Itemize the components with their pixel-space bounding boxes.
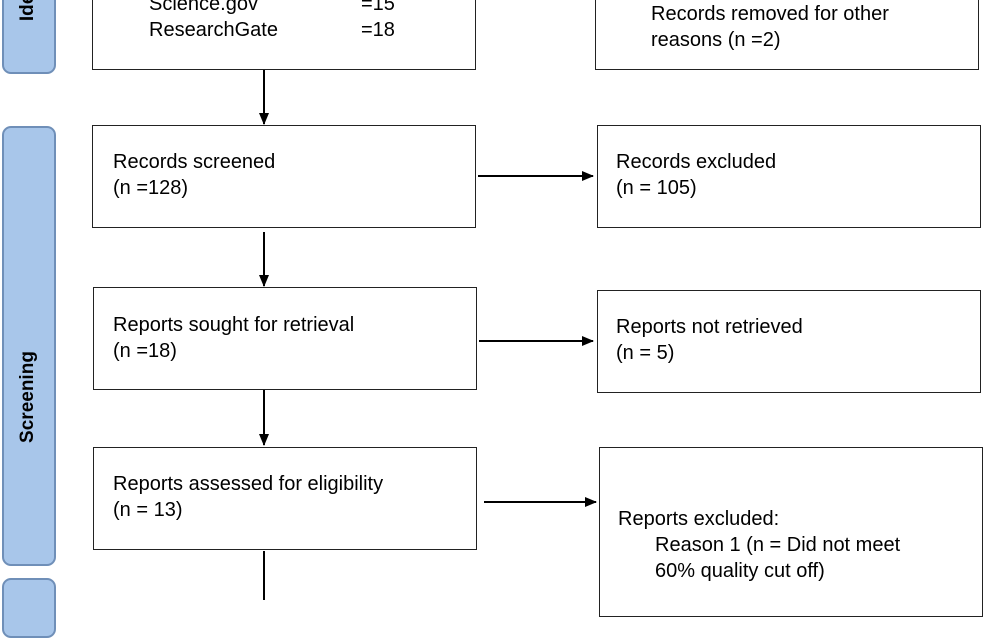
reports-sought-count: (n =18) <box>113 340 177 362</box>
database-row-researchgate: ResearchGate =18 <box>149 17 475 43</box>
reports-not-retrieved-title: Reports not retrieved <box>616 316 803 338</box>
database-count: =18 <box>361 19 395 41</box>
records-screened-box: Records screened (n =128) <box>92 125 476 228</box>
stage-tab-identification <box>2 0 56 74</box>
stage-tab-screening <box>2 126 56 566</box>
reports-sought-box: Reports sought for retrieval (n =18) <box>93 287 477 390</box>
records-removed-line2: reasons (n =2) <box>651 29 781 51</box>
database-row-science-gov: Science.gov =15 <box>149 0 475 17</box>
records-excluded-count: (n = 105) <box>616 177 697 199</box>
records-screened-count: (n =128) <box>113 177 189 199</box>
reports-excluded-reason-cont: 60% quality cut off) <box>655 560 825 582</box>
records-excluded-box: Records excluded (n = 105) <box>597 125 981 228</box>
reports-not-retrieved-count: (n = 5) <box>616 342 675 364</box>
database-name: ResearchGate <box>149 19 278 41</box>
reports-excluded-title: Reports excluded: <box>618 508 780 530</box>
reports-excluded-box: Reports excluded: Reason 1 (n = Did not … <box>599 447 983 617</box>
database-name: Science.gov <box>149 0 258 15</box>
records-screened-title: Records screened <box>113 151 276 173</box>
reports-sought-title: Reports sought for retrieval <box>113 314 355 336</box>
identification-box: Science.gov =15 ResearchGate =18 <box>92 0 476 70</box>
database-count: =15 <box>361 0 395 15</box>
reports-excluded-reason: Reason 1 (n = Did not meet <box>655 534 901 556</box>
reports-assessed-title: Reports assessed for eligibility <box>113 473 384 495</box>
flow-arrows <box>259 70 597 600</box>
records-removed-line1: Records removed for other <box>651 3 889 25</box>
records-removed-box: Records removed for other reasons (n =2) <box>595 0 979 70</box>
reports-not-retrieved-box: Reports not retrieved (n = 5) <box>597 290 981 393</box>
reports-assessed-box: Reports assessed for eligibility (n = 13… <box>93 447 477 550</box>
reports-assessed-count: (n = 13) <box>113 499 183 521</box>
records-excluded-title: Records excluded <box>616 151 777 173</box>
